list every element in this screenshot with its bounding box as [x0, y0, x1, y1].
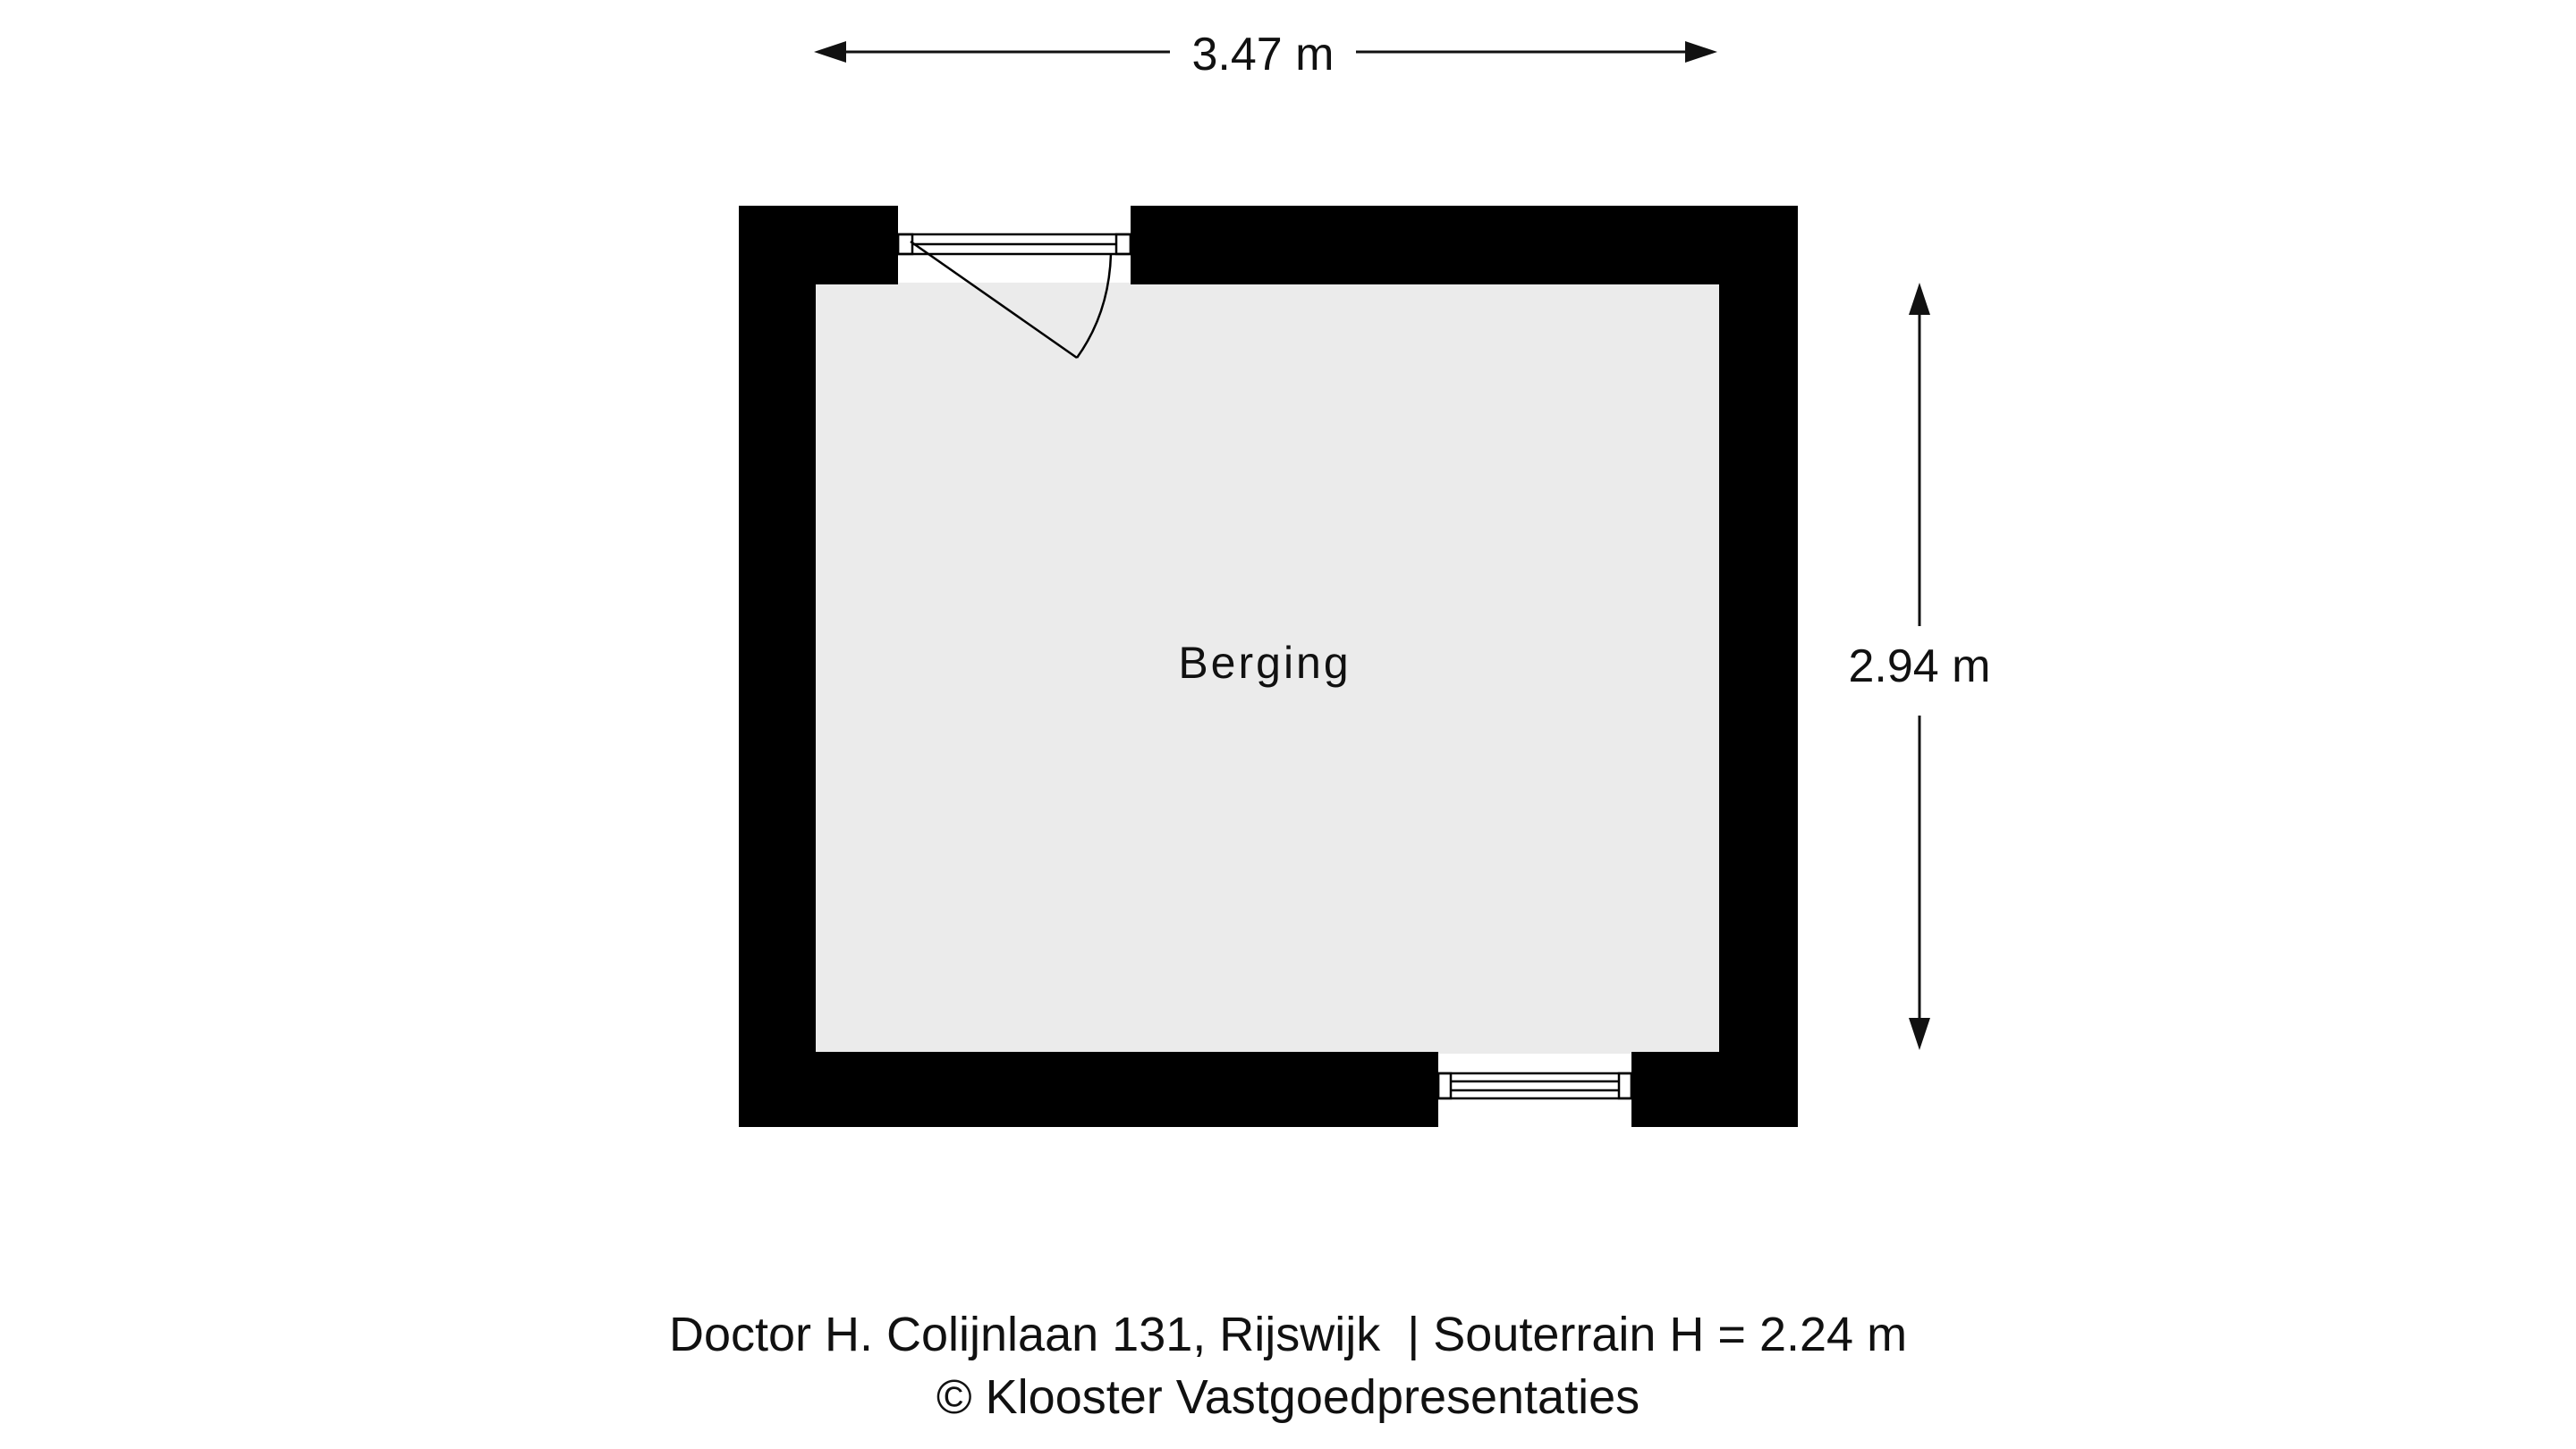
- wall-bottom-right: [1631, 1052, 1798, 1127]
- width-dimension: 3.47 m: [814, 29, 1717, 80]
- door: [896, 233, 1132, 360]
- wall-bottom-left: [739, 1052, 1438, 1127]
- width-arrow-left-icon: [814, 41, 846, 63]
- room-label: Berging: [1178, 638, 1351, 688]
- wall-right: [1719, 206, 1798, 1127]
- room-floor: [814, 283, 1719, 1054]
- height-dimension: 2.94 m: [1849, 283, 1991, 1050]
- width-dimension-label: 3.47 m: [1192, 29, 1335, 80]
- door-leaf: [910, 240, 1078, 360]
- width-arrow-right-icon: [1685, 41, 1717, 63]
- window-frame: [1436, 1072, 1633, 1100]
- height-arrow-up-icon: [1909, 283, 1930, 315]
- wall-top-right: [1131, 206, 1798, 284]
- wall-left: [739, 206, 816, 1127]
- window: [1436, 1072, 1633, 1100]
- walls: [739, 206, 1798, 1127]
- window-jamb-right: [1617, 1072, 1633, 1100]
- caption-copyright: © Klooster Vastgoedpresentaties: [936, 1370, 1640, 1424]
- height-arrow-down-icon: [1909, 1018, 1930, 1050]
- height-dimension-label: 2.94 m: [1849, 640, 1991, 692]
- door-swing-arc: [1075, 253, 1113, 359]
- window-jamb-left: [1436, 1072, 1453, 1100]
- caption-address: Doctor H. Colijnlaan 131, Rijswijk | Sou…: [668, 1308, 1908, 1361]
